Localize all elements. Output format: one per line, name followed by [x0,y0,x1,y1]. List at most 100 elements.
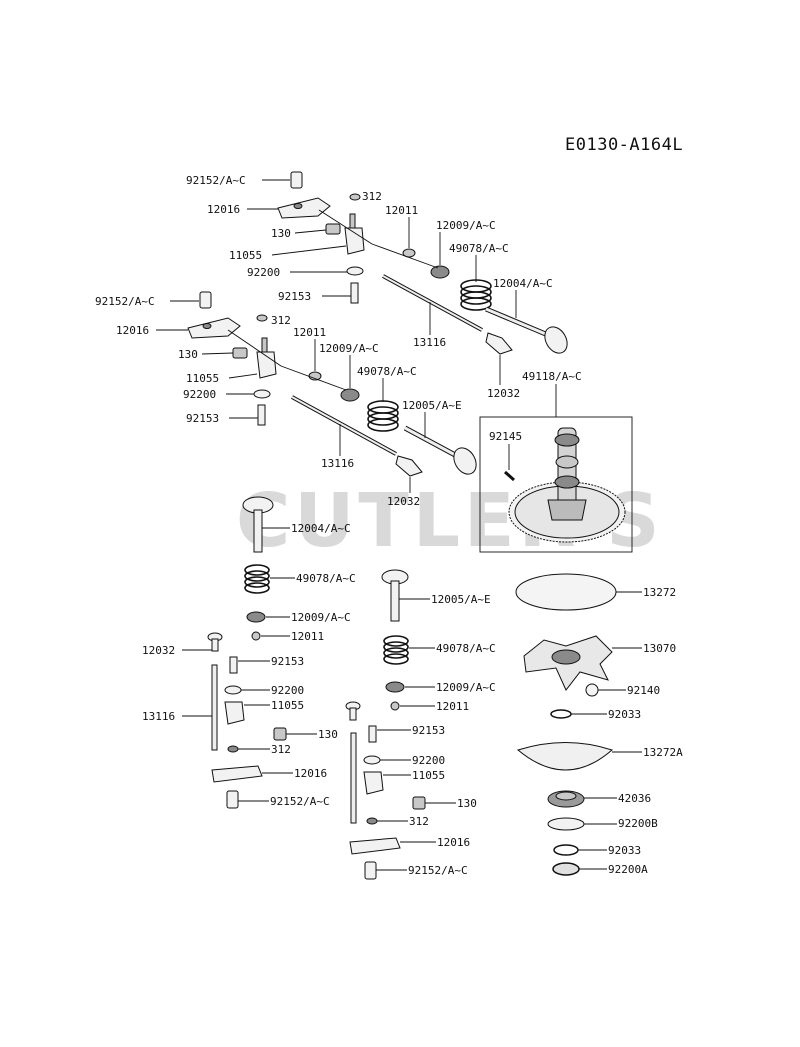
washer-part [363,755,381,765]
tappet-stem [349,707,357,721]
label-92140: 92140 [627,684,660,697]
label-92200-top-b: 92200 [183,388,216,401]
label-12005-top-b: 12005/A~E [402,399,462,412]
keeper-part [390,701,400,711]
nut-part [366,817,378,825]
push-rod-part [211,664,218,751]
rocker-bracket-part [363,771,384,795]
stud-part [349,213,356,229]
washer-92200a-part [552,862,580,876]
label-12011-mid-b: 12011 [436,700,469,713]
valve-spring-part [460,279,492,311]
label-12009-top-b: 12009/A~C [319,342,379,355]
valve-stem-part [390,580,400,622]
label-12009-mid-b: 12009/A~C [436,681,496,694]
valve-head-part [544,326,568,354]
retainer-part [430,265,450,279]
label-49078-top-b: 49078/A~C [357,365,417,378]
rocker-assembly-lower [187,291,477,477]
label-12032-left: 12032 [142,644,175,657]
label-92033: 92033 [608,708,641,721]
plate-13272-part [515,573,617,611]
label-92200-top-a: 92200 [247,266,280,279]
label-92200B: 92200B [618,817,658,830]
washer-part [253,389,271,399]
label-13070: 13070 [643,642,676,655]
bolt-part [325,223,341,235]
rocker-cap-part [290,171,303,189]
left-lower-assembly [207,632,287,809]
pin-part [504,470,515,482]
retainer-part [385,681,405,693]
nut-part [227,745,239,753]
rocker-bracket-part [224,701,245,725]
label-42036: 42036 [618,792,651,805]
label-12011-top-b: 12011 [293,326,326,339]
tappet-part [485,332,513,355]
label-12011-mid: 12011 [291,630,324,643]
label-12004-top-a: 12004/A~C [493,277,553,290]
label-11055-top-a: 11055 [229,249,262,262]
valve-spring-part [367,400,399,432]
label-92152-top-b: 92152/A~C [95,295,155,308]
label-92200-left: 92200 [271,684,304,697]
label-12009-top-a: 12009/A~C [436,219,496,232]
valve-stem-part [253,509,263,553]
label-13116-top-b: 13116 [321,457,354,470]
label-92152-right: 92152/A~C [408,864,468,877]
washer-part [224,685,242,695]
rocker-arm-part [349,837,401,855]
rocker-bracket-part [344,227,365,255]
nut-part [256,314,268,322]
label-92153-left: 92153 [271,655,304,668]
label-12016-top-b: 12016 [116,324,149,337]
label-130-left: 130 [318,728,338,741]
label-13272: 13272 [643,586,676,599]
adjust-stud-part [229,656,238,674]
snap-ring-part [550,709,572,719]
rocker-bracket-part [256,351,277,379]
label-49078-mid-b: 49078/A~C [436,642,496,655]
retainer-part [340,388,360,402]
label-12032-top-a: 12032 [487,387,520,400]
label-130-top-a: 130 [271,227,291,240]
camshaft-gear-part [508,427,626,543]
label-12009-mid: 12009/A~C [291,611,351,624]
rocker-cap-part [199,291,212,309]
label-13116-left: 13116 [142,710,175,723]
retainer-part [246,611,266,623]
label-12011-top-a: 12011 [385,204,418,217]
exhaust-valve-mid [381,569,409,622]
snap-ring-b-part [553,844,579,856]
rocker-arm-part [211,765,263,783]
right-lower-assembly [345,701,426,880]
adjust-stud-part [368,725,377,743]
bolt-part [412,796,426,810]
plate-13272a-part [516,742,613,771]
keeper-part [251,631,261,641]
label-92152-left: 92152/A~C [270,795,330,808]
governor-stack [515,573,617,876]
label-11055-top-b: 11055 [186,372,219,385]
flyweight-hub [551,649,581,665]
label-312-top-b: 312 [271,314,291,327]
label-92153-right: 92153 [412,724,445,737]
label-12016-top-a: 12016 [207,203,240,216]
label-12032-top-b: 12032 [387,495,420,508]
label-312-left: 312 [271,743,291,756]
bolt-part [232,347,248,359]
label-130-top-b: 130 [178,348,198,361]
label-49118-cam: 49118/A~C [522,370,582,383]
rocker-arm-part [277,197,331,219]
label-12005-mid: 12005/A~E [431,593,491,606]
tappet-part [395,455,423,477]
label-92152-top-a: 92152/A~C [186,174,246,187]
label-92033-b: 92033 [608,844,641,857]
rocker-cap-part [364,861,377,880]
adjust-stud-part [257,404,266,426]
label-312-top-a: 312 [362,190,382,203]
label-11055-right: 11055 [412,769,445,782]
tappet-stem [211,638,219,652]
bolt-part [273,727,287,741]
valve-spring-mid [244,564,270,594]
